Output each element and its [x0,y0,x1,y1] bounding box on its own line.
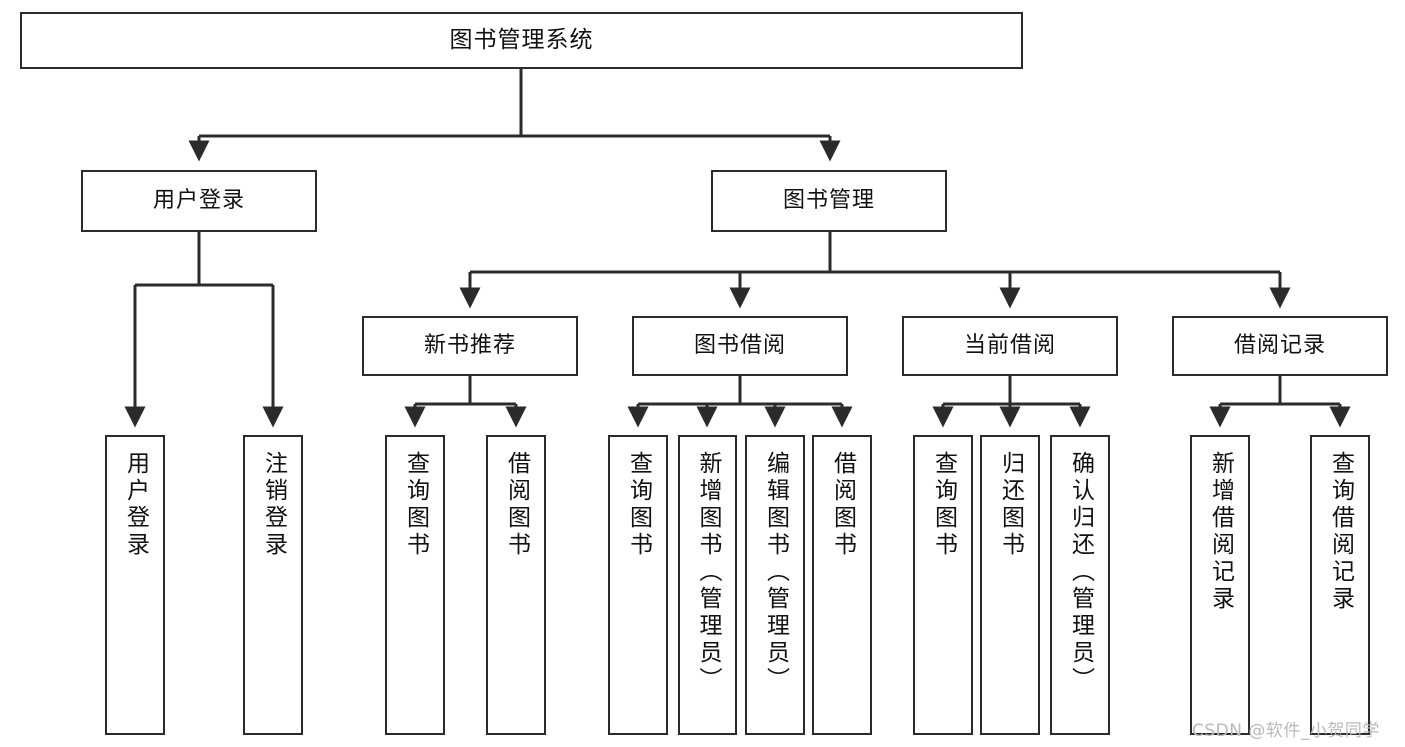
node-leaf-add-record[interactable]: 新增借阅记录 [1190,435,1250,735]
node-leaf-query-book-3[interactable]: 查询图书 [913,435,973,735]
node-leaf-query-book-3-label: 查询图书 [930,451,957,559]
node-leaf-borrow-book-1[interactable]: 借阅图书 [486,435,546,735]
node-leaf-user-login[interactable]: 用户登录 [105,435,165,735]
node-leaf-query-book-1-label: 查询图书 [402,451,429,559]
node-leaf-return-book[interactable]: 归还图书 [980,435,1040,735]
node-leaf-add-record-label: 新增借阅记录 [1207,451,1234,613]
node-leaf-return-book-label: 归还图书 [997,451,1024,559]
node-leaf-borrow-book-1-label: 借阅图书 [503,451,530,559]
node-leaf-edit-book-label: 编辑图书（管理员） [762,451,789,694]
node-root[interactable]: 图书管理系统 [20,12,1023,69]
node-leaf-query-record-label: 查询借阅记录 [1327,451,1354,613]
node-book-borrow-label: 图书借阅 [693,333,786,359]
node-book-management-label: 图书管理 [782,188,875,214]
node-borrow-record[interactable]: 借阅记录 [1172,316,1388,376]
node-borrow-record-label: 借阅记录 [1233,333,1326,359]
node-leaf-add-book-label: 新增图书（管理员） [695,451,721,694]
node-leaf-logout-label: 注销登录 [260,451,287,559]
node-leaf-add-book[interactable]: 新增图书（管理员） [678,435,737,735]
node-user-login-label: 用户登录 [152,188,245,214]
node-leaf-query-book-2[interactable]: 查询图书 [608,435,668,735]
node-book-borrow[interactable]: 图书借阅 [632,316,848,376]
node-leaf-confirm-return[interactable]: 确认归还（管理员） [1050,435,1110,735]
node-book-management[interactable]: 图书管理 [711,170,947,232]
node-new-book-recommend-label: 新书推荐 [423,333,516,359]
node-leaf-logout[interactable]: 注销登录 [243,435,303,735]
node-leaf-confirm-return-label: 确认归还（管理员） [1067,451,1094,694]
node-user-login[interactable]: 用户登录 [81,170,317,232]
node-new-book-recommend[interactable]: 新书推荐 [362,316,578,376]
node-leaf-query-book-2-label: 查询图书 [625,451,652,559]
node-leaf-edit-book[interactable]: 编辑图书（管理员） [745,435,805,735]
node-leaf-borrow-book-2[interactable]: 借阅图书 [812,435,872,735]
node-leaf-user-login-label: 用户登录 [122,451,149,559]
node-current-borrow[interactable]: 当前借阅 [902,316,1118,376]
node-leaf-borrow-book-2-label: 借阅图书 [829,451,856,559]
node-leaf-query-book-1[interactable]: 查询图书 [385,435,445,735]
node-root-label: 图书管理系统 [449,26,594,53]
node-leaf-query-record[interactable]: 查询借阅记录 [1310,435,1370,735]
node-current-borrow-label: 当前借阅 [963,333,1056,359]
